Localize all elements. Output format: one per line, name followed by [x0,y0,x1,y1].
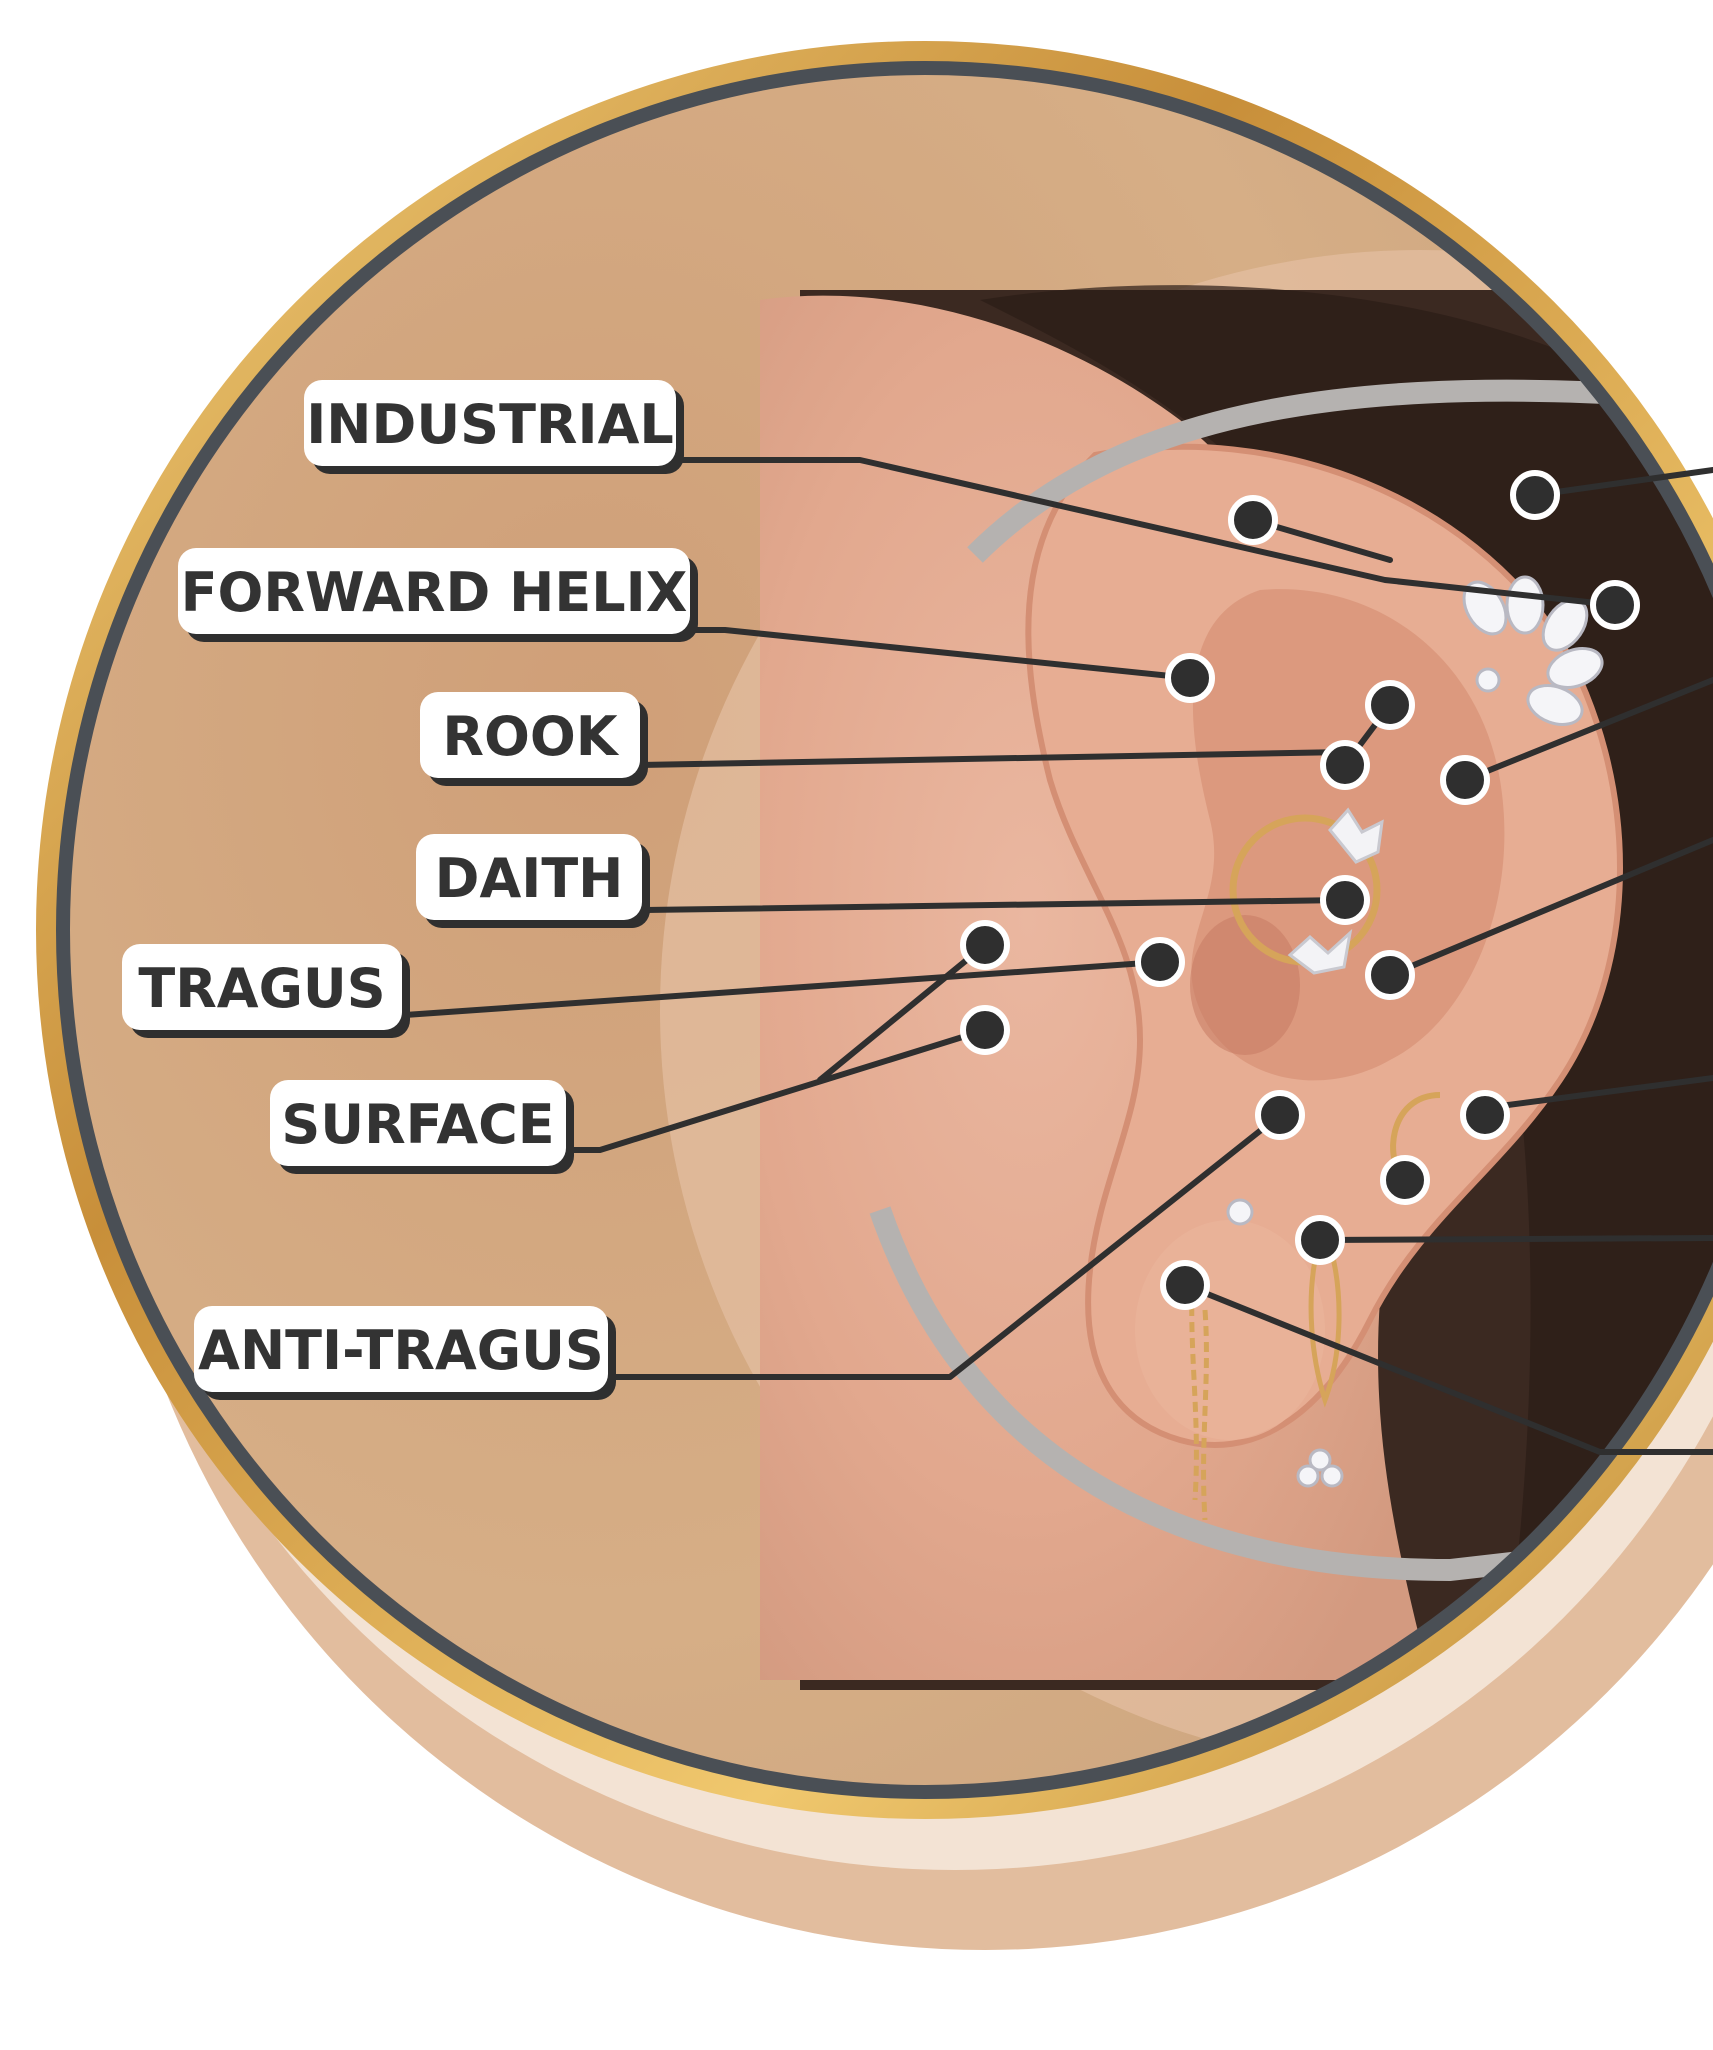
dot-anti-tragus [1255,1090,1305,1140]
label-surface-text: SURFACE [281,1093,554,1156]
label-tragus: TRAGUS [122,944,410,1038]
dot-lobe-upper [1295,1215,1345,1265]
label-surface: SURFACE [270,1080,574,1174]
rim-dark [56,61,1713,1799]
dot-rook-top [1365,680,1415,730]
leader-rook [637,749,1348,768]
leader-right-2 [1462,677,1713,783]
daith-ring-crystals-lower [1287,928,1353,975]
dot-daith [1320,875,1370,925]
leader-forward-helix [687,627,1193,681]
leader-anti-tragus [607,1112,1283,1380]
dot-helix-top [1510,470,1560,520]
dot-conch-lower [1365,950,1415,1000]
label-anti-tragus: ANTI-TRAGUS [194,1306,616,1400]
label-forward-helix-text: FORWARD HELIX [181,561,688,624]
label-daith: DAITH [416,834,650,928]
leader-tragus [402,959,1163,1018]
leader-industrial [677,457,1618,608]
leader-right-5 [1317,1235,1713,1243]
lobe-hoop [1308,1244,1342,1408]
lobe-charm [1296,1448,1344,1488]
helix-cluster-jewel [1462,575,1604,726]
label-tragus-text: TRAGUS [138,957,385,1020]
dot-forward-helix [1165,653,1215,703]
dot-conch-upper [1440,755,1490,805]
label-forward-helix: FORWARD HELIX [178,548,698,642]
dot-surface-top [960,920,1010,970]
grey-arc-bottom [869,1206,1713,1582]
label-industrial-text: INDUSTRIAL [306,393,674,456]
leader-right-3 [1387,837,1713,978]
dot-snug-top [1460,1090,1510,1140]
dot-rook-bottom [1320,740,1370,790]
daith-ring-crystals [1328,807,1384,864]
leader-right-4 [1467,1075,1713,1113]
leader-right-6 [1182,1282,1713,1455]
rim-gold [36,41,1713,1819]
leader-right-1 [1532,467,1713,498]
pointer-dots [960,470,1640,1310]
dot-industrial-a [1228,495,1278,545]
label-industrial: INDUSTRIAL [304,380,684,474]
label-rook: ROOK [420,692,648,786]
leader-daith [642,897,1348,913]
leader-surface [567,942,988,1153]
lobe-chain [1189,1289,1209,1521]
dot-tragus [1135,937,1185,987]
dot-snug-bottom [1380,1155,1430,1205]
lobe-stud [1226,1198,1254,1226]
label-daith-text: DAITH [435,847,624,910]
dot-industrial-b [1590,580,1640,630]
label-rook-text: ROOK [442,705,619,768]
ear-canal [1190,915,1300,1055]
label-anti-tragus-text: ANTI-TRAGUS [198,1319,604,1382]
dot-surface-bottom [960,1005,1010,1055]
dot-lobe-lower [1160,1260,1210,1310]
